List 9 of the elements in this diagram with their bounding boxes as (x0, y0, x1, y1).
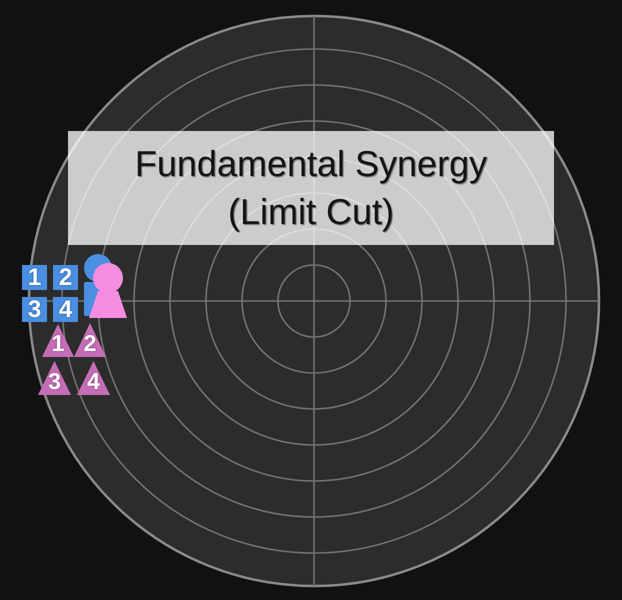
diagram-title: Fundamental Synergy (Limit Cut) (134, 142, 488, 234)
triangle-marker: 3 (38, 361, 71, 395)
triangle-marker: 1 (42, 324, 74, 357)
square-marker: 1 (22, 265, 47, 290)
square-marker: 3 (22, 297, 47, 322)
triangle-marker: 4 (77, 361, 110, 395)
triangle-marker: 2 (74, 323, 106, 357)
square-marker: 4 (53, 297, 78, 322)
square-marker: 2 (53, 265, 78, 290)
